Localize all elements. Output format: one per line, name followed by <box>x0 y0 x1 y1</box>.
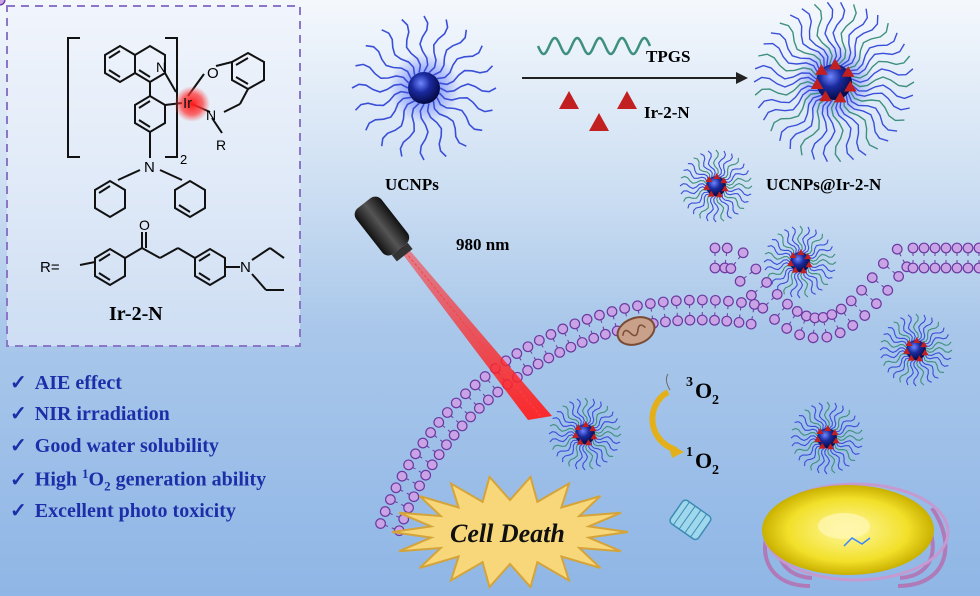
ucnp-ir-product-icon <box>753 1 915 163</box>
compound-name: Ir-2-N <box>109 303 163 325</box>
loaded-nanoparticle-icon <box>548 397 622 471</box>
imine-r-label: R <box>216 137 226 153</box>
ir-2-n-reagent-label: Ir-2-N <box>644 103 690 122</box>
structure-box <box>6 5 301 347</box>
triplet-subscript: 2 <box>712 393 719 408</box>
n-atom-label: N <box>156 59 166 75</box>
loaded-nanoparticle-icon <box>879 313 953 387</box>
ir-2-n-triangles <box>559 91 637 131</box>
diethylamine-n-label: N <box>240 259 251 276</box>
feature-nir: ✓NIR irradiation <box>10 403 170 425</box>
singlet-superscript: 1 <box>686 445 693 460</box>
tpgs-label: TPGS <box>646 47 690 66</box>
check-icon: ✓ <box>10 435 27 457</box>
o-atom-label: O <box>207 65 219 82</box>
feature-singlet-oxygen: ✓High 1O2 generation ability <box>10 466 267 494</box>
feature-photo-toxicity: ✓Excellent photo toxicity <box>10 500 236 522</box>
ucnp-nanoparticle-icon <box>351 15 497 161</box>
imine-n-label: N <box>206 107 216 123</box>
feature-aie: ✓AIE effect <box>10 372 122 394</box>
ketone-o-label: O <box>139 217 150 233</box>
ros-conversion-arrow <box>649 389 678 453</box>
feature-water-solubility: ✓Good water solubility <box>10 435 219 457</box>
tpgs-wave-icon <box>536 36 652 56</box>
wavelength-label: 980 nm <box>456 235 509 254</box>
mitochondrion-icon <box>616 316 656 346</box>
laser-pointer-icon <box>354 196 552 420</box>
bracket-subscript: 2 <box>180 152 187 167</box>
synthesis-arrowhead <box>736 72 748 84</box>
loaded-nanoparticle-icon <box>790 401 864 475</box>
singlet-subscript: 2 <box>712 463 719 478</box>
microtubule-bundle-icon <box>669 499 712 541</box>
check-icon: ✓ <box>10 403 27 425</box>
r-definition-label: R= <box>40 259 60 276</box>
cell-death-label: Cell Death <box>450 519 565 548</box>
iridium-glow <box>174 86 210 122</box>
loaded-nanoparticle-icon <box>763 225 837 299</box>
ucnps-label: UCNPs <box>385 175 439 194</box>
loaded-nanoparticle-icon <box>679 149 753 223</box>
amine-n-label: N <box>144 159 155 176</box>
check-icon: ✓ <box>10 500 27 522</box>
check-icon: ✓ <box>10 468 27 491</box>
check-icon: ✓ <box>10 372 27 394</box>
singlet-oxygen: O <box>695 448 712 473</box>
ros-arrowhead <box>668 443 684 458</box>
product-label: UCNPs@Ir-2-N <box>766 175 882 194</box>
ir-atom-label: Ir <box>183 95 192 112</box>
nanoparticles <box>351 1 953 475</box>
triplet-oxygen: O <box>695 378 712 403</box>
cell-death-starburst <box>391 474 629 590</box>
triplet-superscript: 3 <box>686 375 693 390</box>
